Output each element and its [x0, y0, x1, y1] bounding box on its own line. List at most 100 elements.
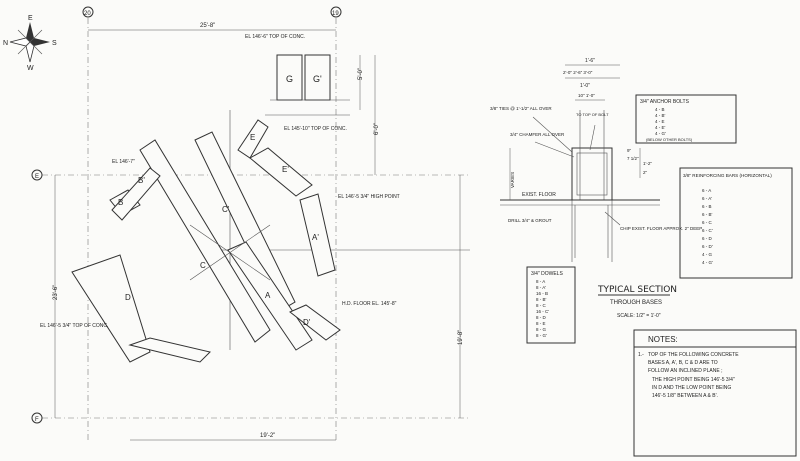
dowel-row: 8 - C — [536, 303, 547, 308]
notes-line: FOLLOW AN INCLINED PLANE ; — [648, 368, 722, 374]
sec-exist-floor: EXIST. FLOOR — [522, 192, 556, 198]
notes-line: 146'-5 1/8" BETWEEN A & B'. — [652, 393, 718, 399]
dowel-row: 8 - B' — [536, 297, 547, 302]
beam-a1-label: A' — [312, 233, 319, 242]
note-el-e-top: EL 145'-10" TOP OF CONC. — [284, 126, 347, 132]
dowel-row: 16 - B — [536, 291, 548, 296]
sec-inner-sub: 10" 1'-0" — [578, 93, 595, 98]
dim-bottom: 19'-2" — [260, 433, 275, 439]
sec-chamfer: 3/4" CHAMFER ALL OVER — [510, 132, 565, 137]
dim-g-width: 5'-0" — [358, 68, 364, 80]
beam-e-label: E — [250, 133, 255, 142]
note-el-top-conc: EL 146'-6" TOP OF CONC. — [245, 34, 305, 40]
reinforcing-row: 6 - C' — [702, 228, 713, 233]
compass-w: W — [27, 65, 34, 72]
reinforcing-title: 3/8" REINFORCING BARS (HORIZONTAL) — [683, 173, 772, 178]
dowel-row: 8 - A' — [536, 285, 546, 290]
note-el-left: EL 146'-7" — [112, 159, 135, 165]
notes-box: NOTES: 1.- TOP OF THE FOLLOWING CONCRETE… — [633, 329, 797, 457]
pedestals: G G' — [265, 54, 350, 116]
dowel-row: 8 - D — [536, 315, 547, 320]
reinforcing-row: 6 - B' — [702, 212, 713, 217]
anchor-bolt-row: 4 - G' — [655, 131, 666, 136]
reinforcing-row: 6 - A' — [702, 196, 712, 201]
reinforcing-row: 6 - C — [702, 220, 713, 225]
anchor-bolt-row: 4 - E' — [655, 125, 666, 130]
notes-line: BASES A, A', B, C & D ARE TO — [648, 360, 718, 366]
compass-e: E — [28, 15, 33, 22]
reinforcing-row: 4 - G' — [702, 260, 713, 265]
anchor-bolt-row: 4 - B — [655, 107, 665, 112]
dowel-row: 8 - A — [536, 279, 545, 284]
sec-ties: 3/8" TIES @ 1'-1/2" ALL OVER — [490, 106, 552, 111]
dim-top-overall: 25'-8" — [200, 23, 215, 29]
section-scale: SCALE: 1/2" = 1'-0" — [617, 313, 661, 319]
beam-b1-label: B' — [138, 176, 145, 185]
reinforcing-row: 4 - G — [702, 252, 713, 257]
beam-c1-label: C' — [222, 205, 230, 214]
beam-d-label: D — [125, 293, 131, 302]
grid-bubble-20: 20 — [84, 11, 91, 17]
beam-b-label: B — [118, 198, 123, 207]
notes-line: TOP OF THE FOLLOWING CONCRETE — [648, 352, 739, 358]
grid-bubble-f: F — [35, 417, 39, 423]
reinforcing-row: 6 - A — [702, 188, 711, 193]
sec-dim-right-3: 9" — [627, 148, 632, 153]
reinforcing-row: 6 - B — [702, 204, 712, 209]
plan-notes: EL 146'-6" TOP OF CONC. EL 145'-10" TOP … — [40, 34, 400, 329]
reinforcing-row: 6 - D — [702, 236, 713, 241]
typical-section: 1'-6" 2'-0" 2'-6" 3'-0" 1'-0" 10" 1'-0" … — [490, 58, 702, 319]
anchor-bolt-row: 4 - E — [655, 119, 665, 124]
beam-e1-label: E' — [282, 165, 289, 174]
compass-n: N — [3, 40, 8, 47]
sec-top-of-bolt: TO TOP OF BOLT — [576, 112, 609, 117]
anchor-bolts-note: (BELOW OTHER BOLTS) — [646, 137, 693, 142]
sec-dim-right-1: 2" — [643, 170, 648, 175]
anchor-bolt-row: 4 - B' — [655, 113, 666, 118]
dim-left-overall: 23'-6" — [53, 285, 59, 300]
grid-bubble-19: 19 — [332, 11, 339, 17]
sec-top-sub: 2'-0" 2'-6" 3'-0" — [563, 70, 593, 75]
sec-dowels-note: DRILL 3/4" & GROUT — [508, 218, 552, 223]
section-subtitle: THROUGH BASES — [610, 300, 662, 306]
grid-bubble-e: E — [35, 174, 39, 180]
dowel-row: 8 - E — [536, 321, 546, 326]
reinforcing-table: 3/8" REINFORCING BARS (HORIZONTAL) 6 - A… — [679, 167, 793, 279]
note-hd-floor: H.D. FLOOR EL. 145'-8" — [342, 301, 397, 307]
beam-a-label: A — [265, 291, 271, 300]
sec-chip-note: CHIP EXIST. FLOOR APPROX. 2" DEEP — [620, 226, 702, 231]
pedestal-g1-label: G' — [313, 74, 322, 84]
note-el-high: EL 146'-5 3/4" HIGH POINT — [338, 194, 400, 200]
dowels-table: 3/4" DOWELS 8 - A 8 - A' 16 - B 8 - B' 8… — [526, 266, 576, 344]
notes-line: IN D AND THE LOW POINT BEING — [652, 385, 731, 391]
compass-rose: E N S W — [3, 15, 57, 72]
dowel-row: 8 - G' — [536, 333, 547, 338]
notes-number: 1.- — [638, 352, 644, 358]
note-el-d: EL 146'-5 3/4" TOP OF CONC. — [40, 323, 108, 329]
dowel-row: 8 - G — [536, 327, 547, 332]
section-title: TYPICAL SECTION — [597, 285, 677, 295]
reinforcing-row: 6 - D' — [702, 244, 713, 249]
dim-right-overall: 19'-8" — [458, 330, 464, 345]
anchor-bolts-title: 3/4" ANCHOR BOLTS — [640, 99, 690, 105]
beam-c-label: C — [200, 261, 206, 270]
dowel-row: 16 - C' — [536, 309, 549, 314]
dim-right-upper: 6'-0" — [374, 123, 380, 135]
sec-inner-width: 1'-0" — [580, 83, 590, 89]
sec-dim-right-2: 7 1/2" — [627, 156, 639, 161]
compass-s: S — [52, 40, 57, 47]
sec-varies: VARIES — [510, 172, 515, 188]
beam-d1-label: D' — [303, 318, 311, 327]
plan-beams: E E' B B' C C' A A' D D' — [71, 119, 341, 363]
overall-dimensions: 25'-8" 23'-6" 19'-8" 19'-2" 6'-0" 5'-0" — [53, 23, 470, 441]
dowels-title: 3/4" DOWELS — [531, 271, 563, 277]
sec-dim-right-0: 1'-2" — [643, 161, 652, 166]
notes-title: NOTES: — [648, 335, 678, 344]
notes-line: THE HIGH POINT BEING 146'-5 3/4" — [652, 377, 735, 383]
grid-lines: 20 19 E F — [31, 6, 470, 440]
pedestal-g-label: G — [286, 74, 293, 84]
sec-top-width: 1'-6" — [585, 58, 595, 64]
anchor-bolts-table: 3/4" ANCHOR BOLTS 4 - B 4 - B' 4 - E 4 -… — [635, 94, 737, 144]
